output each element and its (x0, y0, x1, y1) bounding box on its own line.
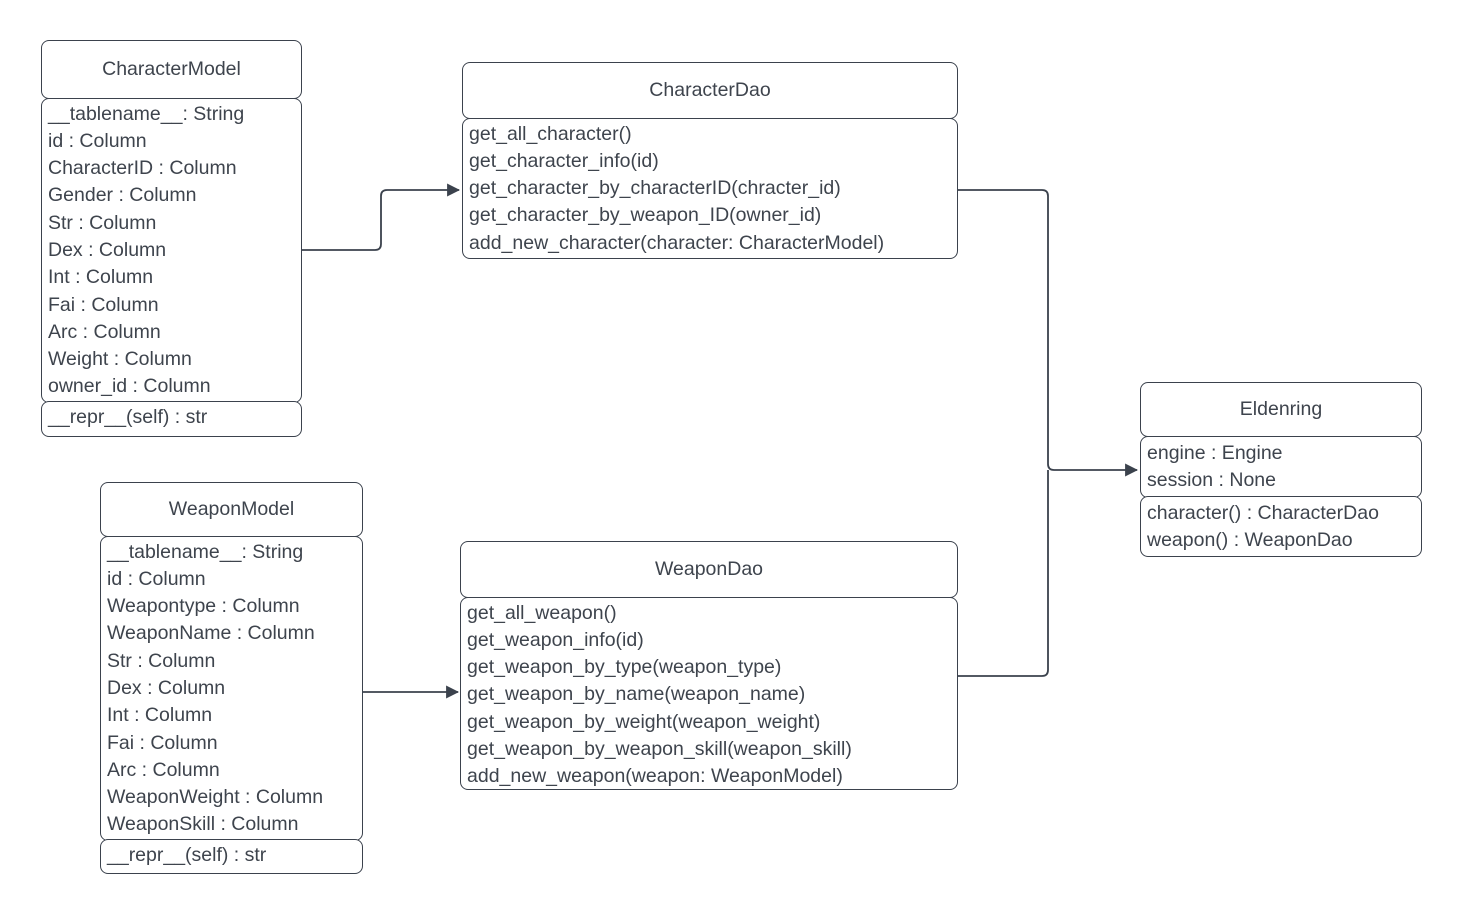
method-row: add_new_character(character: CharacterMo… (469, 231, 885, 254)
attributes-section: engine : Engine session : None (1140, 435, 1422, 498)
attribute-row: __tablename__: String (48, 102, 245, 125)
class-box-character-model[interactable]: CharacterModel __tablename__: String id … (41, 40, 302, 437)
attributes-section: __tablename__: String id : Column Charac… (41, 97, 302, 403)
attribute-row: id : Column (48, 129, 147, 152)
method-row: __repr__(self) : str (48, 406, 208, 428)
attribute-row: Int : Column (48, 266, 154, 289)
method-row: get_all_weapon() (467, 601, 617, 624)
method-row: get_weapon_by_name(weapon_name) (467, 683, 806, 706)
methods-section: __repr__(self) : str (41, 401, 302, 437)
method-row: get_weapon_info(id) (467, 628, 644, 651)
attribute-row: Fai : Column (48, 293, 159, 316)
class-title: WeaponModel (100, 482, 363, 537)
connector-weapondao-eldenring[interactable] (958, 470, 1049, 677)
method-row: get_character_by_weapon_ID(owner_id) (469, 204, 822, 227)
attribute-row: Arc : Column (48, 320, 161, 343)
class-box-eldenring[interactable]: Eldenring engine : Engine session : None… (1140, 382, 1422, 557)
methods-section: get_all_character() get_character_info(i… (462, 117, 958, 259)
method-row: get_weapon_by_weapon_skill(weapon_skill) (467, 737, 852, 760)
methods-section: character() : CharacterDao weapon() : We… (1140, 496, 1422, 557)
class-title: Eldenring (1140, 382, 1422, 437)
class-box-weapon-dao[interactable]: WeaponDao get_all_weapon() get_weapon_in… (460, 541, 958, 790)
attribute-row: Gender : Column (48, 184, 197, 207)
method-row: get_character_by_characterID(chracter_id… (469, 177, 841, 200)
attribute-row: Int : Column (107, 704, 213, 727)
class-box-weapon-model[interactable]: WeaponModel __tablename__: String id : C… (100, 482, 363, 874)
attribute-row: Str : Column (107, 649, 216, 672)
method-row: get_all_character() (469, 122, 632, 145)
attribute-row: Dex : Column (48, 238, 167, 261)
attribute-row: Str : Column (48, 211, 157, 234)
method-row: character() : CharacterDao (1147, 502, 1379, 524)
attribute-row: Arc : Column (107, 758, 220, 781)
attribute-row: Weight : Column (48, 348, 192, 371)
method-row: get_weapon_by_weight(weapon_weight) (467, 710, 821, 733)
method-row: get_character_info(id) (469, 149, 659, 172)
class-title: CharacterDao (462, 62, 958, 119)
attribute-row: WeaponSkill : Column (107, 813, 299, 836)
attribute-row: owner_id : Column (48, 375, 211, 398)
method-row: __repr__(self) : str (107, 844, 267, 866)
method-row: add_new_weapon(weapon: WeaponModel) (467, 765, 843, 788)
attribute-row: WeaponName : Column (107, 622, 315, 645)
class-title: CharacterModel (41, 40, 302, 99)
class-box-character-dao[interactable]: CharacterDao get_all_character() get_cha… (462, 62, 958, 259)
attributes-section: __tablename__: String id : Column Weapon… (100, 535, 363, 841)
attribute-row: session : None (1147, 468, 1276, 491)
method-row: weapon() : WeaponDao (1147, 529, 1353, 552)
connector-characterdao-eldenring[interactable] (958, 189, 1139, 477)
method-row: get_weapon_by_type(weapon_type) (467, 656, 782, 679)
attribute-row: Fai : Column (107, 731, 218, 754)
connector-charactermodel-characterdao[interactable] (302, 183, 461, 251)
attribute-row: engine : Engine (1147, 441, 1283, 464)
attribute-row: __tablename__: String (107, 540, 304, 563)
attribute-row: WeaponWeight : Column (107, 786, 324, 809)
attribute-row: id : Column (107, 567, 206, 590)
methods-section: get_all_weapon() get_weapon_info(id) get… (460, 596, 958, 790)
methods-section: __repr__(self) : str (100, 839, 363, 874)
attribute-row: CharacterID : Column (48, 157, 237, 180)
attribute-row: Dex : Column (107, 676, 226, 699)
attribute-row: Weapontype : Column (107, 595, 300, 618)
class-title: WeaponDao (460, 541, 958, 598)
